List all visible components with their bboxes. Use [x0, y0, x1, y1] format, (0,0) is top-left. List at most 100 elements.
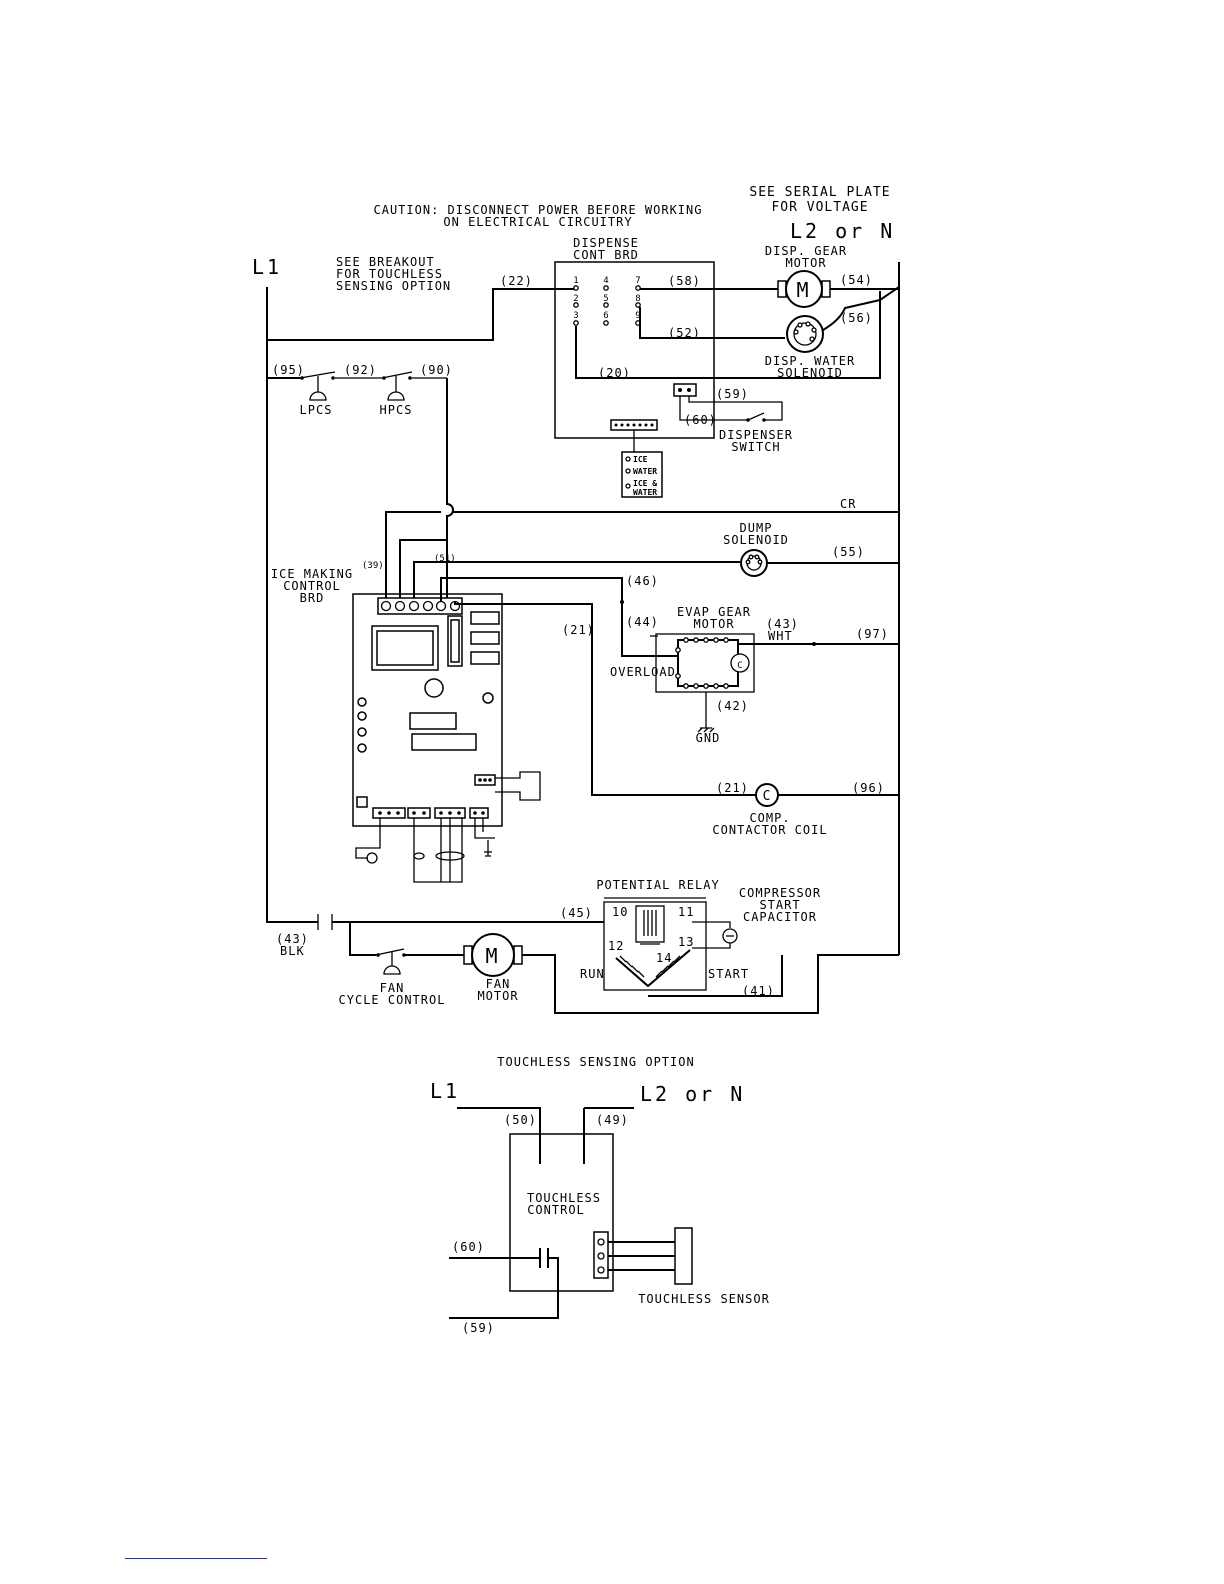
pressure-switches [299, 371, 447, 379]
blk-label: BLK [280, 944, 305, 958]
dispense-board-title-line1: DISPENSE [573, 236, 639, 250]
selector-option-water: WATER [633, 467, 657, 476]
overload-label: OVERLOAD [610, 665, 676, 679]
touchless-control-label-line2: CONTROL [527, 1203, 585, 1217]
l1-rail [266, 287, 318, 923]
wire-51 [413, 561, 740, 602]
water-solenoid-label-line1: DISP. WATER [765, 354, 855, 368]
l2-label: L2 or N [790, 219, 895, 243]
svg-text:5: 5 [603, 294, 608, 304]
l1-label: L1 [252, 255, 282, 279]
ice-board-top-terminals [380, 600, 461, 612]
touchless-wire-label-59: (59) [462, 1321, 495, 1335]
wire-label-90: (90) [420, 363, 453, 377]
run-label: RUN [580, 967, 605, 981]
svg-text:7: 7 [635, 276, 640, 286]
touchless-control-label-line1: TOUCHLESS [527, 1191, 601, 1205]
motor-symbol: M [796, 278, 811, 302]
ice-making-control-board [352, 593, 503, 827]
wire-52 [639, 307, 785, 339]
svg-text:3: 3 [573, 311, 578, 321]
relay-pin-13: 13 [678, 935, 694, 949]
potential-relay-label: POTENTIAL RELAY [596, 878, 719, 892]
wire-label-54: (54) [840, 273, 873, 287]
wire-label-60: (60) [684, 413, 717, 427]
wire-label-43-lower: (43) [276, 932, 309, 946]
breakout-note-line3: SENSING OPTION [336, 279, 451, 293]
touchless-relay-contacts [449, 1248, 559, 1319]
wire-label-58: (58) [668, 274, 701, 288]
capacitor-label-line3: CAPACITOR [743, 910, 817, 924]
selector-option-ice: ICE [633, 455, 648, 464]
ice-board-relay-3 [470, 651, 500, 665]
wire-39 [399, 539, 447, 602]
board-ground-lead [474, 818, 495, 839]
svg-text:6: 6 [603, 311, 608, 321]
wire-label-21-lower: (21) [716, 781, 749, 795]
cr-label: CR [840, 497, 856, 511]
ice-board-mount-hole [482, 692, 494, 704]
fan-circuit-lead [349, 922, 376, 956]
fan-cycle-label-line2: CYCLE CONTROL [339, 993, 446, 1007]
dispenser-switch-connector [673, 383, 697, 397]
touchless-control-box [509, 1133, 614, 1292]
svg-text:8: 8 [635, 294, 640, 304]
wire-label-96: (96) [852, 781, 885, 795]
touchless-sensor [674, 1227, 693, 1285]
potential-relay-coil [635, 905, 665, 943]
capacitor-label-line1: COMPRESSOR [739, 886, 821, 900]
wire-label-49: (49) [596, 1113, 629, 1127]
wire-label-22: (22) [500, 274, 533, 288]
breakout-note-line2: FOR TOUCHLESS [336, 267, 443, 281]
capacitor-label-line2: START [759, 898, 800, 912]
ice-board-relay-block [447, 615, 463, 667]
ice-board-bottom-connectors [372, 807, 489, 819]
wire-41 [648, 955, 783, 997]
potential-relay-enclosure [603, 901, 707, 991]
ice-board-relay-1 [470, 611, 500, 625]
wire-56-join [879, 286, 900, 301]
dispenser-water-solenoid [786, 315, 824, 353]
ice-board-led-indicators [357, 697, 367, 753]
fan-cycle-actuator [383, 952, 401, 975]
ice-board-chip-1 [409, 712, 457, 730]
hpcs-actuator [387, 376, 405, 401]
ice-making-board-label-line2: CONTROL [283, 579, 341, 593]
relay-pin-14: 14 [656, 951, 672, 965]
svg-text:M: M [485, 944, 500, 968]
wire-label-20: (20) [598, 366, 631, 380]
gnd-label: GND [696, 731, 721, 745]
wire-label-42: (42) [716, 699, 749, 713]
relay-pin-11: 11 [678, 905, 694, 919]
touchless-wire-label-60: (60) [452, 1240, 485, 1254]
fan-motor: M [463, 933, 523, 977]
evap-motor-label-line1: EVAP GEAR [677, 605, 751, 619]
gear-motor-label-line2: MOTOR [785, 256, 826, 270]
wire-label-97: (97) [856, 627, 889, 641]
wire-49 [583, 1107, 634, 1164]
ground-symbol [697, 692, 715, 733]
dispenser-switch-label-line2: SWITCH [731, 440, 780, 454]
evap-motor-label-line2: MOTOR [693, 617, 734, 631]
wire-label-92: (92) [344, 363, 377, 377]
fan-motor-label-line2: MOTOR [477, 989, 518, 1003]
evap-motor-terminals [675, 637, 729, 689]
wire-46 [440, 577, 678, 657]
svg-text:C: C [737, 661, 742, 671]
svg-text:4: 4 [603, 276, 608, 286]
svg-text:9: 9 [635, 311, 640, 321]
touchless-title: TOUCHLESS SENSING OPTION [497, 1055, 694, 1069]
ice-board-display-inner [376, 630, 434, 666]
wire-label-52: (52) [668, 326, 701, 340]
lpcs-label: LPCS [300, 403, 333, 417]
ice-board-capacitor [424, 678, 444, 698]
dump-solenoid [740, 549, 768, 577]
wire-label-55: (55) [832, 545, 865, 559]
contactor-label-line1: COMP. [749, 811, 790, 825]
capacitor-lead-top [692, 921, 731, 928]
selector-connector-pins [614, 423, 654, 427]
wire-label-21-upper: (21) [562, 623, 595, 637]
wire-label-56: (56) [840, 311, 873, 325]
wire-label-43-upper: (43) [766, 617, 799, 631]
ice-board-test-button [356, 796, 368, 808]
